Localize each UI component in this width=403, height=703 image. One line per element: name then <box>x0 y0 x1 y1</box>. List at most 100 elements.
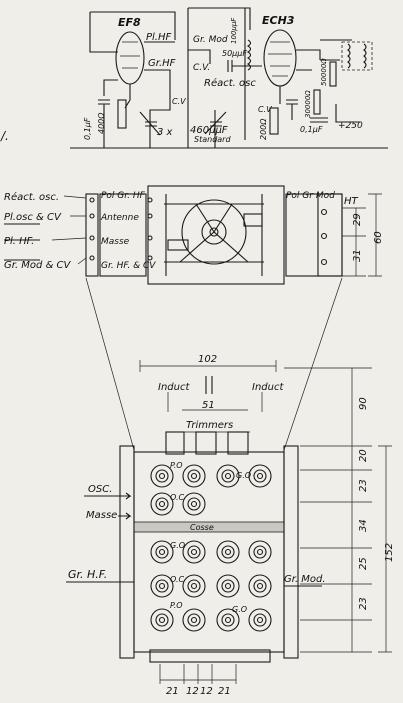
coil-4-1 <box>190 616 198 624</box>
coil-4-2 <box>216 608 240 632</box>
inner-label-3: Gr. HF. & CV <box>101 261 156 271</box>
right-dim-lines <box>284 367 372 653</box>
standard-label: Standard <box>194 135 231 144</box>
coil-0-2 <box>216 464 240 488</box>
side-left-rule <box>4 223 40 261</box>
side-dim-total <box>368 193 382 277</box>
row-label-3: G.O <box>170 541 185 550</box>
side-right-block <box>285 193 343 277</box>
coil-4-2 <box>221 613 235 627</box>
gang-cap-arrow <box>139 111 161 136</box>
if-coils <box>347 43 367 69</box>
wire-left-top <box>89 12 118 53</box>
cap-50pf <box>227 60 262 72</box>
gr-mod-front: Gr. Mod. <box>284 574 326 585</box>
resistor-50000 <box>329 61 337 87</box>
coil-2-1 <box>182 540 206 564</box>
side-gang-hub <box>201 219 227 245</box>
wire-top-mid <box>188 7 251 30</box>
coil-2-2 <box>216 540 240 564</box>
resistor-30000 <box>313 89 321 115</box>
coil-1-1 <box>187 497 201 511</box>
resistor-200 <box>269 107 279 135</box>
osc-label: OSC. <box>88 484 112 495</box>
coil-3-0 <box>150 574 174 598</box>
tube-ef8-label: EF8 <box>118 16 141 29</box>
coil-4-2 <box>224 616 232 624</box>
bottom-dim-21a: 21 <box>166 686 179 697</box>
osc-arrow <box>84 492 132 500</box>
tube-ef8 <box>115 31 145 109</box>
coil-3-3 <box>256 582 264 590</box>
coil-3-1 <box>182 574 206 598</box>
r50000-label: 50000Ω <box>320 58 328 86</box>
side-view: Réact. osc. Pl.osc & CV Pl. HF. Gr. Mod … <box>4 185 384 285</box>
coil-2-3 <box>248 540 272 564</box>
schematic: EF8 Pl.HF Gr.HF 400Ω 0,1µF 3 x 460µµF St… <box>70 7 388 149</box>
front-base <box>149 649 271 663</box>
if-transformer <box>341 41 373 71</box>
coil-0-1 <box>182 464 206 488</box>
coil-3-2 <box>221 579 235 593</box>
cosse-label: Cosse <box>190 523 214 532</box>
coil-grid <box>150 464 272 632</box>
coil-0-2 <box>224 472 232 480</box>
coil-4-0 <box>158 616 166 624</box>
wire-gr-mod <box>188 49 211 64</box>
bottom-dim-12b: 12 <box>200 686 213 697</box>
side-label-1: Pl.osc & CV <box>4 212 62 223</box>
trimmers-label: Trimmers <box>186 420 233 431</box>
gr-mod-label: Gr. Mod <box>193 35 228 45</box>
c460-label: 460µµF <box>190 125 228 136</box>
cap-right-small <box>286 99 298 120</box>
row-label-4: O.C <box>170 575 185 584</box>
coil-0-1 <box>190 472 198 480</box>
wire-right-top <box>320 39 352 61</box>
induct-right: Induct <box>252 382 284 393</box>
reac-osc-label: Réact. osc <box>204 77 256 89</box>
side-label-0: Réact. osc. <box>4 191 59 203</box>
coil-2-2 <box>224 548 232 556</box>
row-label-2: O.C <box>170 493 185 502</box>
cv-top-label: C.V. <box>193 63 210 73</box>
tube-ech3-label: ECH3 <box>262 14 295 27</box>
right-dim-152: 152 <box>384 543 395 562</box>
cv-right-label: C.V <box>258 105 272 114</box>
coil-4-3 <box>256 616 264 624</box>
coil-0-0 <box>155 469 169 483</box>
right-dim-total-line <box>378 445 392 653</box>
wire-top-left <box>90 11 176 40</box>
coil-0-1 <box>187 469 201 483</box>
coil-4-1 <box>187 613 201 627</box>
masse-arrow <box>118 512 132 520</box>
coil-1-1 <box>182 492 206 516</box>
coil-0-0 <box>150 464 174 488</box>
row-label-0: P.O <box>170 461 183 470</box>
pl-hf-label: Pl.HF <box>146 32 172 43</box>
coil-3-0 <box>158 582 166 590</box>
coil-3-2 <box>216 574 240 598</box>
side-label-2: Pl. HF. <box>4 236 34 247</box>
bottom-dim-21b: 21 <box>218 686 231 697</box>
side-right-strip <box>317 193 343 277</box>
wire-250 <box>335 104 360 123</box>
c3x-label: 3 x <box>157 127 173 138</box>
right-dim-23a: 23 <box>358 479 369 492</box>
side-gang-shaft <box>209 227 219 237</box>
gr-hf-front: Gr. H.F. <box>68 568 107 581</box>
bottom-dim-lines <box>159 664 237 684</box>
trimmer-1 <box>165 431 185 455</box>
coil-0-3 <box>253 469 267 483</box>
coil-4-1 <box>182 608 206 632</box>
plus250-label: +250 <box>338 121 363 131</box>
side-leaders <box>51 195 87 265</box>
trimmer-2 <box>195 431 217 455</box>
induct-left: Induct <box>158 382 190 393</box>
side-tab-1 <box>243 213 263 227</box>
cap-right-bottom <box>310 117 328 123</box>
side-left-strip <box>85 193 99 277</box>
coil-1-0 <box>150 492 174 516</box>
r30000-label: 30000Ω <box>304 90 312 118</box>
